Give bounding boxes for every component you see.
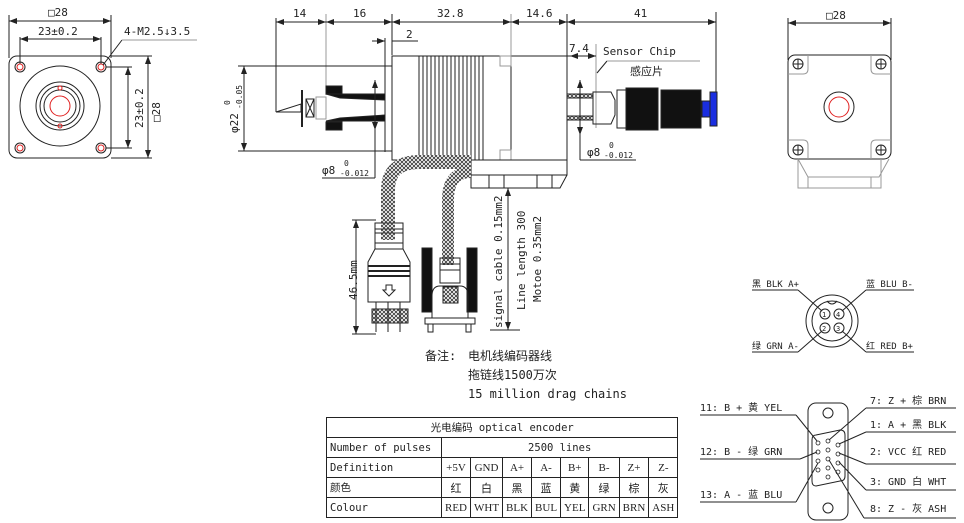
svg-text:0: 0 bbox=[223, 100, 232, 105]
colour-cell: BRN bbox=[618, 497, 650, 518]
front-hole-spacing-h: 23±0.2 bbox=[38, 25, 78, 38]
front-hole-spacing-v: 23±0.2 bbox=[133, 88, 146, 128]
svg-text:φ8: φ8 bbox=[322, 164, 335, 177]
front-square-v: □28 bbox=[150, 102, 163, 122]
color-cn-cell: 白 bbox=[469, 477, 504, 498]
pin-label-grn: 绿 GRN A- bbox=[752, 340, 799, 352]
dim-14: 14 bbox=[293, 7, 307, 20]
pin-num-3: 3 bbox=[836, 325, 840, 333]
definition-cell: GND bbox=[469, 457, 504, 478]
shaft-diameter-left-label: φ8 0 -0.012 bbox=[322, 159, 369, 178]
definition-label: Definition bbox=[326, 457, 442, 478]
table-row: Colour RED WHT BLK BUL YEL GRN BRN ASH bbox=[326, 497, 679, 518]
rear-screws bbox=[792, 58, 887, 156]
colour-cell: ASH bbox=[648, 497, 679, 518]
table-row: Number of pulses 2500 lines bbox=[326, 437, 679, 458]
pin-num-2: 2 bbox=[822, 325, 826, 333]
definition-cell: B+ bbox=[560, 457, 590, 478]
motor-connector-pinout bbox=[752, 289, 914, 353]
dsub-label-8: 8: Z - 灰 ASH bbox=[870, 502, 946, 515]
shaft-circle bbox=[49, 95, 71, 117]
mount-holes bbox=[14, 61, 107, 154]
body-diameter-label: φ22 0 -0.05 bbox=[223, 85, 244, 133]
colour-cell: BUL bbox=[531, 497, 562, 518]
shaft-diameter-right-label: φ8 0 -0.012 bbox=[587, 141, 633, 160]
line-length-label: Line length 300 bbox=[515, 211, 528, 310]
colour-cell: RED bbox=[441, 497, 471, 518]
dsub-label-3: 3: GND 白 WHT bbox=[870, 475, 946, 488]
svg-text:-0.012: -0.012 bbox=[604, 151, 633, 160]
definition-cell: A+ bbox=[502, 457, 533, 478]
svg-text:0: 0 bbox=[344, 159, 349, 168]
definition-cell: +5V bbox=[441, 457, 471, 478]
pulses-value: 2500 lines bbox=[440, 437, 679, 458]
sensor-chip-label-cn: 感应片 bbox=[630, 64, 663, 78]
color-cn-cell: 绿 bbox=[588, 477, 620, 498]
svg-text:-0.05: -0.05 bbox=[235, 85, 244, 109]
svg-text:φ22: φ22 bbox=[228, 113, 241, 133]
encoder-connector-pinout bbox=[700, 402, 956, 521]
definition-cell: Z- bbox=[648, 457, 679, 478]
color-cn-label: 颜色 bbox=[326, 477, 442, 498]
encoder-spec-table: 光电编码 optical encoder Number of pulses 25… bbox=[325, 417, 679, 518]
colour-cell: BLK bbox=[502, 497, 533, 518]
dsub-label-7: 7: Z + 棕 BRN bbox=[870, 394, 946, 407]
dim-32-8: 32.8 bbox=[437, 7, 464, 20]
rear-square-label: □28 bbox=[826, 9, 846, 22]
pin-label-red: 红 RED B+ bbox=[866, 340, 914, 352]
screw-holes-label: 4-M2.5↓3.5 bbox=[124, 25, 190, 38]
motor-cable-label: Motoe 0.35mm2 bbox=[531, 216, 544, 302]
notes-line1: 电机线编码器线 bbox=[468, 349, 553, 363]
pin-num-1: 1 bbox=[822, 311, 826, 319]
table-row: Definition +5V GND A+ A- B+ B- Z+ Z- bbox=[326, 457, 679, 478]
table-title: 光电编码 optical encoder bbox=[325, 417, 679, 438]
dim-16: 16 bbox=[353, 7, 366, 20]
pin-label-blu: 蓝 BLU B- bbox=[866, 278, 913, 290]
motor-fins bbox=[418, 56, 484, 160]
notes-label: 备注: bbox=[425, 349, 457, 363]
dsub-label-12: 12: B - 绿 GRN bbox=[700, 445, 782, 458]
dim-41: 41 bbox=[634, 7, 647, 20]
dsub-label-1: 1: A + 黑 BLK bbox=[870, 419, 946, 431]
colour-cell: GRN bbox=[588, 497, 620, 518]
dim-gap-2: 2 bbox=[406, 28, 413, 41]
signal-cable-label: signal cable 0.15mm2 bbox=[492, 196, 505, 328]
dsub-label-11: 11: B + 黄 YEL bbox=[700, 401, 782, 414]
color-cn-cell: 棕 bbox=[618, 477, 650, 498]
dim-sensor-offset: 7.4 bbox=[569, 42, 589, 55]
table-row: 颜色 红 白 黑 蓝 黄 绿 棕 灰 bbox=[326, 477, 679, 498]
side-view bbox=[238, 12, 718, 335]
svg-text:0: 0 bbox=[609, 141, 614, 150]
sensor-chip-label: Sensor Chip bbox=[603, 45, 676, 58]
front-view bbox=[8, 15, 197, 159]
pulses-label: Number of pulses bbox=[326, 437, 442, 458]
color-cn-cell: 黑 bbox=[502, 477, 533, 498]
dsub-label-2: 2: VCC 红 RED bbox=[870, 445, 946, 458]
rear-view bbox=[787, 18, 892, 189]
pin-label-blk: 黑 BLK A+ bbox=[752, 279, 800, 290]
definition-cell: A- bbox=[531, 457, 562, 478]
notes-line2: 拖链线1500万次 bbox=[468, 368, 557, 382]
colour-cell: WHT bbox=[469, 497, 504, 518]
definition-cell: B- bbox=[588, 457, 620, 478]
svg-text:-0.012: -0.012 bbox=[340, 169, 369, 178]
svg-text:φ8: φ8 bbox=[587, 146, 600, 159]
color-cn-cell: 蓝 bbox=[531, 477, 562, 498]
colour-cell: YEL bbox=[560, 497, 590, 518]
pin-num-4: 4 bbox=[836, 311, 840, 319]
dsub-label-13: 13: A - 蓝 BLU bbox=[700, 489, 782, 501]
front-flange bbox=[8, 55, 112, 159]
table-row: 光电编码 optical encoder bbox=[325, 417, 679, 438]
definition-cell: Z+ bbox=[618, 457, 650, 478]
color-cn-cell: 红 bbox=[441, 477, 471, 498]
color-cn-cell: 灰 bbox=[648, 477, 679, 498]
notes-line3: 15 million drag chains bbox=[468, 387, 627, 401]
front-square-label: □28 bbox=[48, 6, 68, 19]
connector-length-label: 46.5mm bbox=[347, 260, 360, 300]
dim-14-6: 14.6 bbox=[526, 7, 553, 20]
color-cn-cell: 黄 bbox=[560, 477, 590, 498]
colour-label: Colour bbox=[326, 497, 442, 518]
